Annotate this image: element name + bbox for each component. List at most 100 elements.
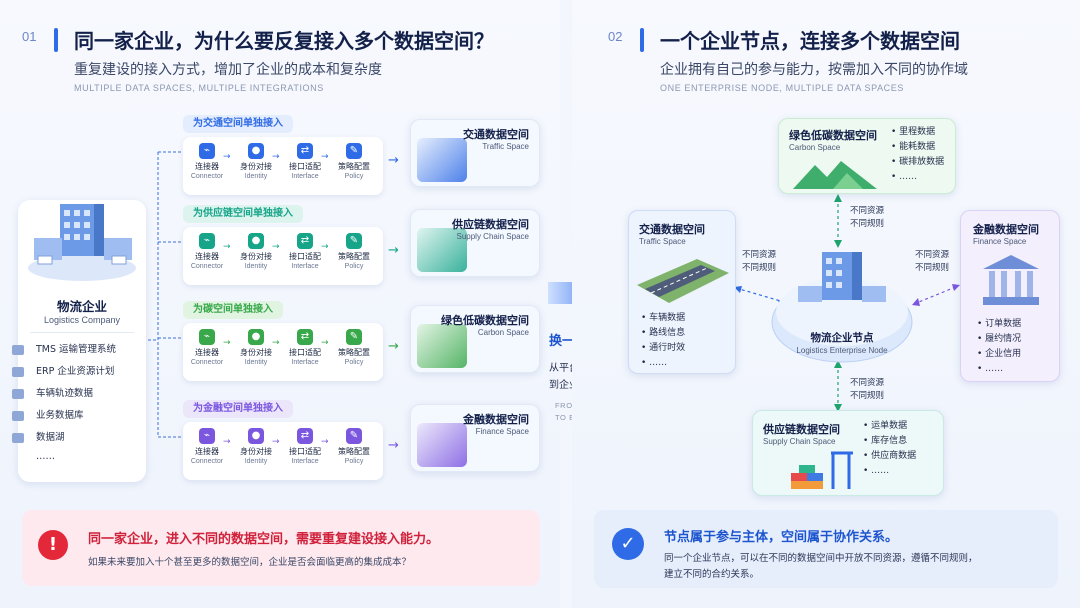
interface-icon: ⇄ — [297, 428, 313, 444]
system-label: 业务数据库 — [36, 410, 84, 421]
space-item: 运单数据 — [863, 419, 916, 434]
right-subtitle-en: ONE ENTERPRISE NODE, MULTIPLE DATA SPACE… — [660, 83, 904, 93]
title-accent-bar — [54, 28, 58, 52]
branch-lines — [148, 151, 184, 438]
system-item: TMS 运输管理系统 — [12, 341, 116, 355]
node-name: 物流企业节点 — [810, 332, 874, 344]
step-label-en: Connector — [190, 173, 224, 180]
identity-icon: ● — [248, 143, 264, 159]
supply-space-card: 供应链数据空间 Supply Chain Space 运单数据库存信息供应商数据… — [752, 410, 944, 496]
right-panel: 02 一个企业节点，连接多个数据空间 企业拥有自己的参与能力，按需加入不同的协作… — [572, 0, 1080, 608]
space-illustration — [417, 228, 467, 272]
step-label: 接口适配 — [289, 162, 321, 171]
space-title: 交通数据空间 — [463, 128, 529, 141]
identity-icon: ● — [248, 233, 264, 249]
space-illustration — [417, 138, 467, 182]
left-panel: 01 同一家企业，为什么要反复接入多个数据空间？ 重复建设的接入方式，增加了企业… — [0, 0, 560, 608]
system-icon — [12, 432, 24, 443]
node-platform-illustration — [771, 252, 913, 363]
link-label-top-b: 不同规则 — [850, 219, 885, 229]
alert-text: 如果未来要加入十个甚至更多的数据空间，企业是否会面临更高的集成成本？ — [88, 557, 412, 568]
title-accent-bar — [640, 28, 644, 52]
space-item: …… — [977, 362, 1021, 377]
step-label-en: Policy — [344, 458, 364, 465]
step-label: 接口适配 — [289, 252, 321, 261]
step-label-en: Identity — [244, 359, 268, 366]
step-label: 连接器 — [195, 348, 219, 357]
traffic-title-en: Traffic Space — [639, 237, 686, 246]
space-item: 能耗数据 — [891, 140, 944, 155]
summary-box: ✓ 节点属于参与主体，空间属于协作关系。 同一个企业节点，可以在不同的数据空间中… — [594, 510, 1058, 588]
carbon-title: 绿色低碳数据空间 — [789, 129, 877, 142]
system-label: ERP 企业资源计划 — [36, 366, 115, 377]
step-label: 连接器 — [195, 162, 219, 171]
finance-title-en: Finance Space — [973, 237, 1027, 246]
arrow-icon: → — [272, 152, 280, 162]
space-title-en: Supply Chain Space — [456, 232, 530, 241]
link-label-bottom-b: 不同规则 — [850, 391, 885, 401]
space-item: 车辆数据 — [641, 311, 685, 326]
step-label-en: Policy — [344, 359, 364, 366]
summary-text-2: 建立不同的合约关系。 — [664, 569, 760, 580]
arrow-icon: → — [272, 242, 280, 252]
left-subtitle: 重复建设的接入方式，增加了企业的成本和复杂度 — [74, 62, 382, 78]
traffic-title: 交通数据空间 — [639, 223, 705, 236]
step-label: 策略配置 — [338, 252, 370, 261]
step-label-en: Interface — [291, 458, 319, 465]
arrow-icon: → — [388, 153, 399, 168]
link-label-right-a: 不同资源 — [915, 250, 950, 260]
arrow-icon: → — [223, 338, 231, 348]
bank-illustration — [983, 255, 1039, 305]
carbon-items: 里程数据能耗数据碳排放数据…… — [891, 125, 944, 185]
space-title-en: Carbon Space — [477, 328, 529, 337]
space-item: 企业信用 — [977, 347, 1021, 362]
supply-items: 运单数据库存信息供应商数据…… — [863, 419, 916, 479]
supply-title: 供应链数据空间 — [763, 423, 840, 436]
row-tag: 为供应链空间单独接入 — [183, 205, 303, 223]
arrow-icon: → — [272, 437, 280, 447]
finance-space-card: 金融数据空间 Finance Space 订单数据履约情况企业信用…… — [960, 210, 1060, 382]
system-label: 车辆轨迹数据 — [36, 388, 94, 399]
finance-items: 订单数据履约情况企业信用…… — [977, 317, 1021, 377]
arrow-icon: → — [388, 438, 399, 453]
step-policy: ✎ 策略配置 Policy — [330, 428, 378, 466]
space-item: …… — [641, 356, 685, 371]
space-item: 供应商数据 — [863, 449, 916, 464]
left-subtitle-en: MULTIPLE DATA SPACES, MULTIPLE INTEGRATI… — [74, 83, 324, 93]
row-tag: 为交通空间单独接入 — [183, 115, 293, 133]
space-illustration — [417, 324, 467, 368]
step-label-en: Connector — [190, 359, 224, 366]
connector-icon: ⌁ — [199, 428, 215, 444]
divider — [30, 332, 134, 333]
identity-icon: ● — [248, 329, 264, 345]
arrow-icon: → — [223, 242, 231, 252]
space-item: 里程数据 — [891, 125, 944, 140]
finance-title: 金融数据空间 — [973, 223, 1039, 236]
step-label: 策略配置 — [338, 447, 370, 456]
carbon-space-card: 绿色低碳数据空间 Carbon Space 里程数据能耗数据碳排放数据…… — [778, 118, 956, 194]
policy-icon: ✎ — [346, 428, 362, 444]
arrow-icon: → — [321, 152, 329, 162]
step-label: 身份对接 — [240, 252, 272, 261]
step-label: 策略配置 — [338, 348, 370, 357]
system-label: …… — [36, 451, 55, 462]
step-label-en: Identity — [244, 263, 268, 270]
step-label-en: Identity — [244, 458, 268, 465]
space-title-en: Traffic Space — [482, 142, 529, 151]
step-label-en: Policy — [344, 263, 364, 270]
arrow-icon: → — [388, 339, 399, 354]
step-label: 连接器 — [195, 252, 219, 261]
arrow-icon: → — [223, 152, 231, 162]
